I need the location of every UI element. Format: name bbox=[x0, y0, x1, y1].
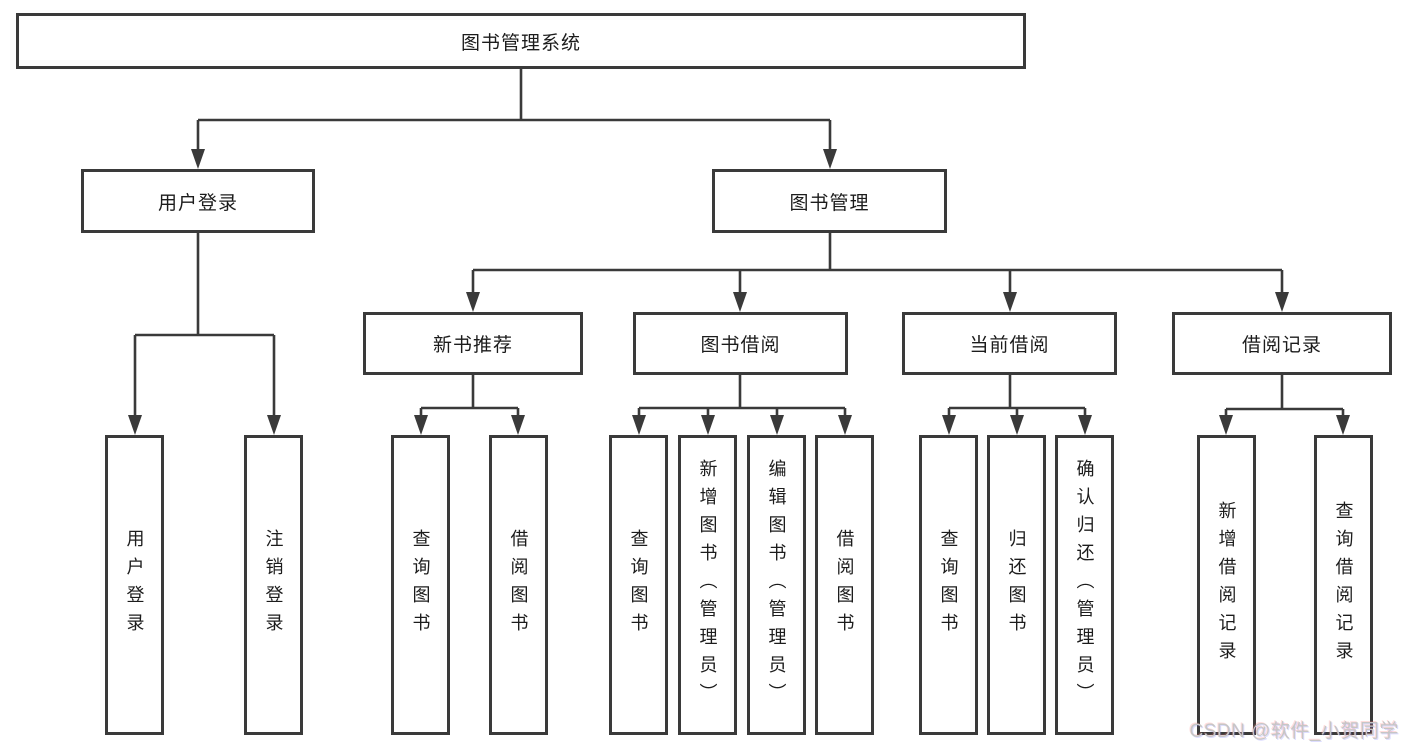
csdn-watermark: CSDN @软件_小贺同学 bbox=[1189, 721, 1399, 742]
node-new-book-recommend: 新书推荐 bbox=[363, 312, 583, 375]
node-label: 用户登录 bbox=[157, 192, 238, 214]
node-root-library-system: 图书管理系统 bbox=[16, 13, 1026, 69]
leaf-bb-borrow-book: 借阅图书 bbox=[815, 435, 874, 735]
leaf-bb-query-book: 查询图书 bbox=[609, 435, 668, 735]
leaf-br-add-record: 新增借阅记录 bbox=[1197, 435, 1256, 735]
node-borrow-records: 借阅记录 bbox=[1172, 312, 1392, 375]
leaf-nbr-borrow-book: 借阅图书 bbox=[489, 435, 548, 735]
node-label: 借阅图书 bbox=[508, 529, 529, 641]
node-label: 查询图书 bbox=[628, 529, 649, 641]
node-label: 图书管理系统 bbox=[460, 32, 581, 54]
node-label: 借阅记录 bbox=[1241, 335, 1322, 356]
node-label: 确认归还（管理员） bbox=[1074, 459, 1095, 711]
node-book-borrow: 图书借阅 bbox=[633, 312, 848, 375]
node-label: 查询借阅记录 bbox=[1333, 501, 1354, 669]
node-label: 新书推荐 bbox=[432, 335, 513, 356]
leaf-user-login: 用户登录 bbox=[105, 435, 164, 735]
leaf-bb-add-book-admin: 新增图书（管理员） bbox=[678, 435, 737, 735]
node-user-login: 用户登录 bbox=[81, 169, 315, 233]
leaf-logout: 注销登录 bbox=[244, 435, 303, 735]
leaf-cb-confirm-return-admin: 确认归还（管理员） bbox=[1055, 435, 1114, 735]
node-label: 当前借阅 bbox=[969, 335, 1050, 356]
node-label: 编辑图书（管理员） bbox=[766, 459, 787, 711]
node-label: 归还图书 bbox=[1006, 529, 1027, 641]
leaf-nbr-query-book: 查询图书 bbox=[391, 435, 450, 735]
node-label: 查询图书 bbox=[938, 529, 959, 641]
leaf-cb-query-book: 查询图书 bbox=[919, 435, 978, 735]
node-book-management: 图书管理 bbox=[712, 169, 947, 233]
leaf-br-query-record: 查询借阅记录 bbox=[1314, 435, 1373, 735]
leaf-cb-return-book: 归还图书 bbox=[987, 435, 1046, 735]
node-current-borrow: 当前借阅 bbox=[902, 312, 1117, 375]
node-label: 图书管理 bbox=[789, 192, 870, 214]
node-label: 借阅图书 bbox=[834, 529, 855, 641]
node-label: 注销登录 bbox=[263, 529, 284, 641]
leaf-bb-edit-book-admin: 编辑图书（管理员） bbox=[747, 435, 806, 735]
node-label: 新增图书（管理员） bbox=[697, 459, 718, 711]
arrowhead-icons bbox=[128, 149, 1350, 435]
node-label: 查询图书 bbox=[410, 529, 431, 641]
node-label: 新增借阅记录 bbox=[1216, 501, 1237, 669]
node-label: 用户登录 bbox=[124, 529, 145, 641]
node-label: 图书借阅 bbox=[700, 335, 781, 356]
